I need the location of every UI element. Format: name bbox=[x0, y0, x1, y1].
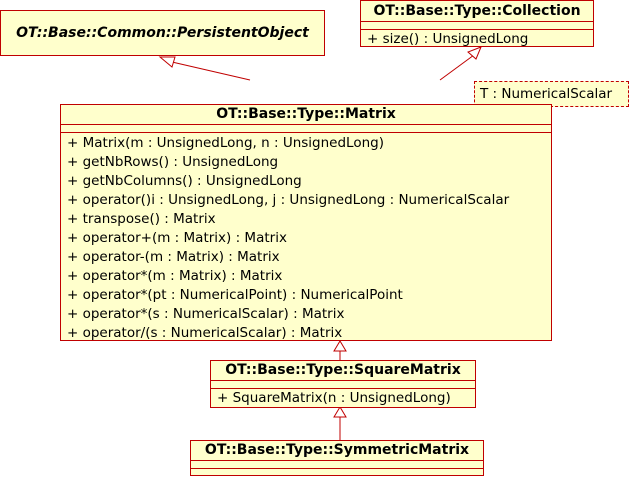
template-parameter: T : NumericalScalar bbox=[474, 81, 629, 107]
operation-compartment: + size() : UnsignedLong bbox=[361, 29, 593, 49]
attribute-compartment bbox=[191, 460, 483, 468]
operation: + getNbColumns() : UnsignedLong bbox=[67, 173, 302, 189]
operation-compartment: + Matrix(m : UnsignedLong, n : UnsignedL… bbox=[61, 132, 551, 343]
class-name: OT::Base::Type::Collection bbox=[373, 3, 581, 19]
operation: + size() : UnsignedLong bbox=[367, 31, 529, 47]
operation-compartment bbox=[191, 468, 483, 469]
persistent-object-class: OT::Base::Common::PersistentObject bbox=[0, 10, 325, 56]
persistent-generalization-arrowhead bbox=[158, 56, 176, 68]
attribute-compartment bbox=[61, 124, 551, 132]
operation: + SquareMatrix(n : UnsignedLong) bbox=[217, 390, 451, 406]
operation: + transpose() : Matrix bbox=[67, 211, 216, 227]
class-name: OT::Base::Type::SymmetricMatrix bbox=[204, 442, 470, 458]
operation: + operator+(m : Matrix) : Matrix bbox=[67, 230, 287, 246]
attribute-compartment bbox=[361, 21, 593, 29]
operation: + operator*(s : NumericalScalar) : Matri… bbox=[67, 306, 345, 322]
class-name: OT::Base::Type::SquareMatrix bbox=[225, 362, 461, 378]
operation: + operator()i : UnsignedLong, j : Unsign… bbox=[67, 192, 510, 208]
operation: + getNbRows() : UnsignedLong bbox=[67, 154, 279, 170]
matrix-class: OT::Base::Type::Matrix + Matrix(m : Unsi… bbox=[60, 104, 552, 341]
square-generalization-arrowhead bbox=[333, 406, 347, 418]
attribute-compartment bbox=[211, 380, 475, 388]
operation: + operator-(m : Matrix) : Matrix bbox=[67, 249, 280, 265]
class-name: OT::Base::Common::PersistentObject bbox=[16, 25, 309, 41]
operation: + operator*(m : Matrix) : Matrix bbox=[67, 268, 283, 284]
matrix-to-persistent-edge bbox=[171, 61, 251, 81]
collection-generalization-arrowhead bbox=[467, 46, 482, 60]
collection-class: OT::Base::Type::Collection + size() : Un… bbox=[360, 0, 594, 47]
matrix-generalization-arrowhead bbox=[333, 340, 347, 352]
operation: + Matrix(m : UnsignedLong, n : UnsignedL… bbox=[67, 135, 384, 151]
matrix-to-collection-edge bbox=[439, 54, 475, 81]
operation: + operator*(pt : NumericalPoint) : Numer… bbox=[67, 287, 403, 303]
square-matrix-class: OT::Base::Type::SquareMatrix + SquareMat… bbox=[210, 360, 476, 408]
operation: + operator/(s : NumericalScalar) : Matri… bbox=[67, 325, 343, 341]
class-name: OT::Base::Type::Matrix bbox=[216, 106, 396, 122]
symmetric-matrix-class: OT::Base::Type::SymmetricMatrix bbox=[190, 440, 484, 476]
operation-compartment: + SquareMatrix(n : UnsignedLong) bbox=[211, 388, 475, 408]
